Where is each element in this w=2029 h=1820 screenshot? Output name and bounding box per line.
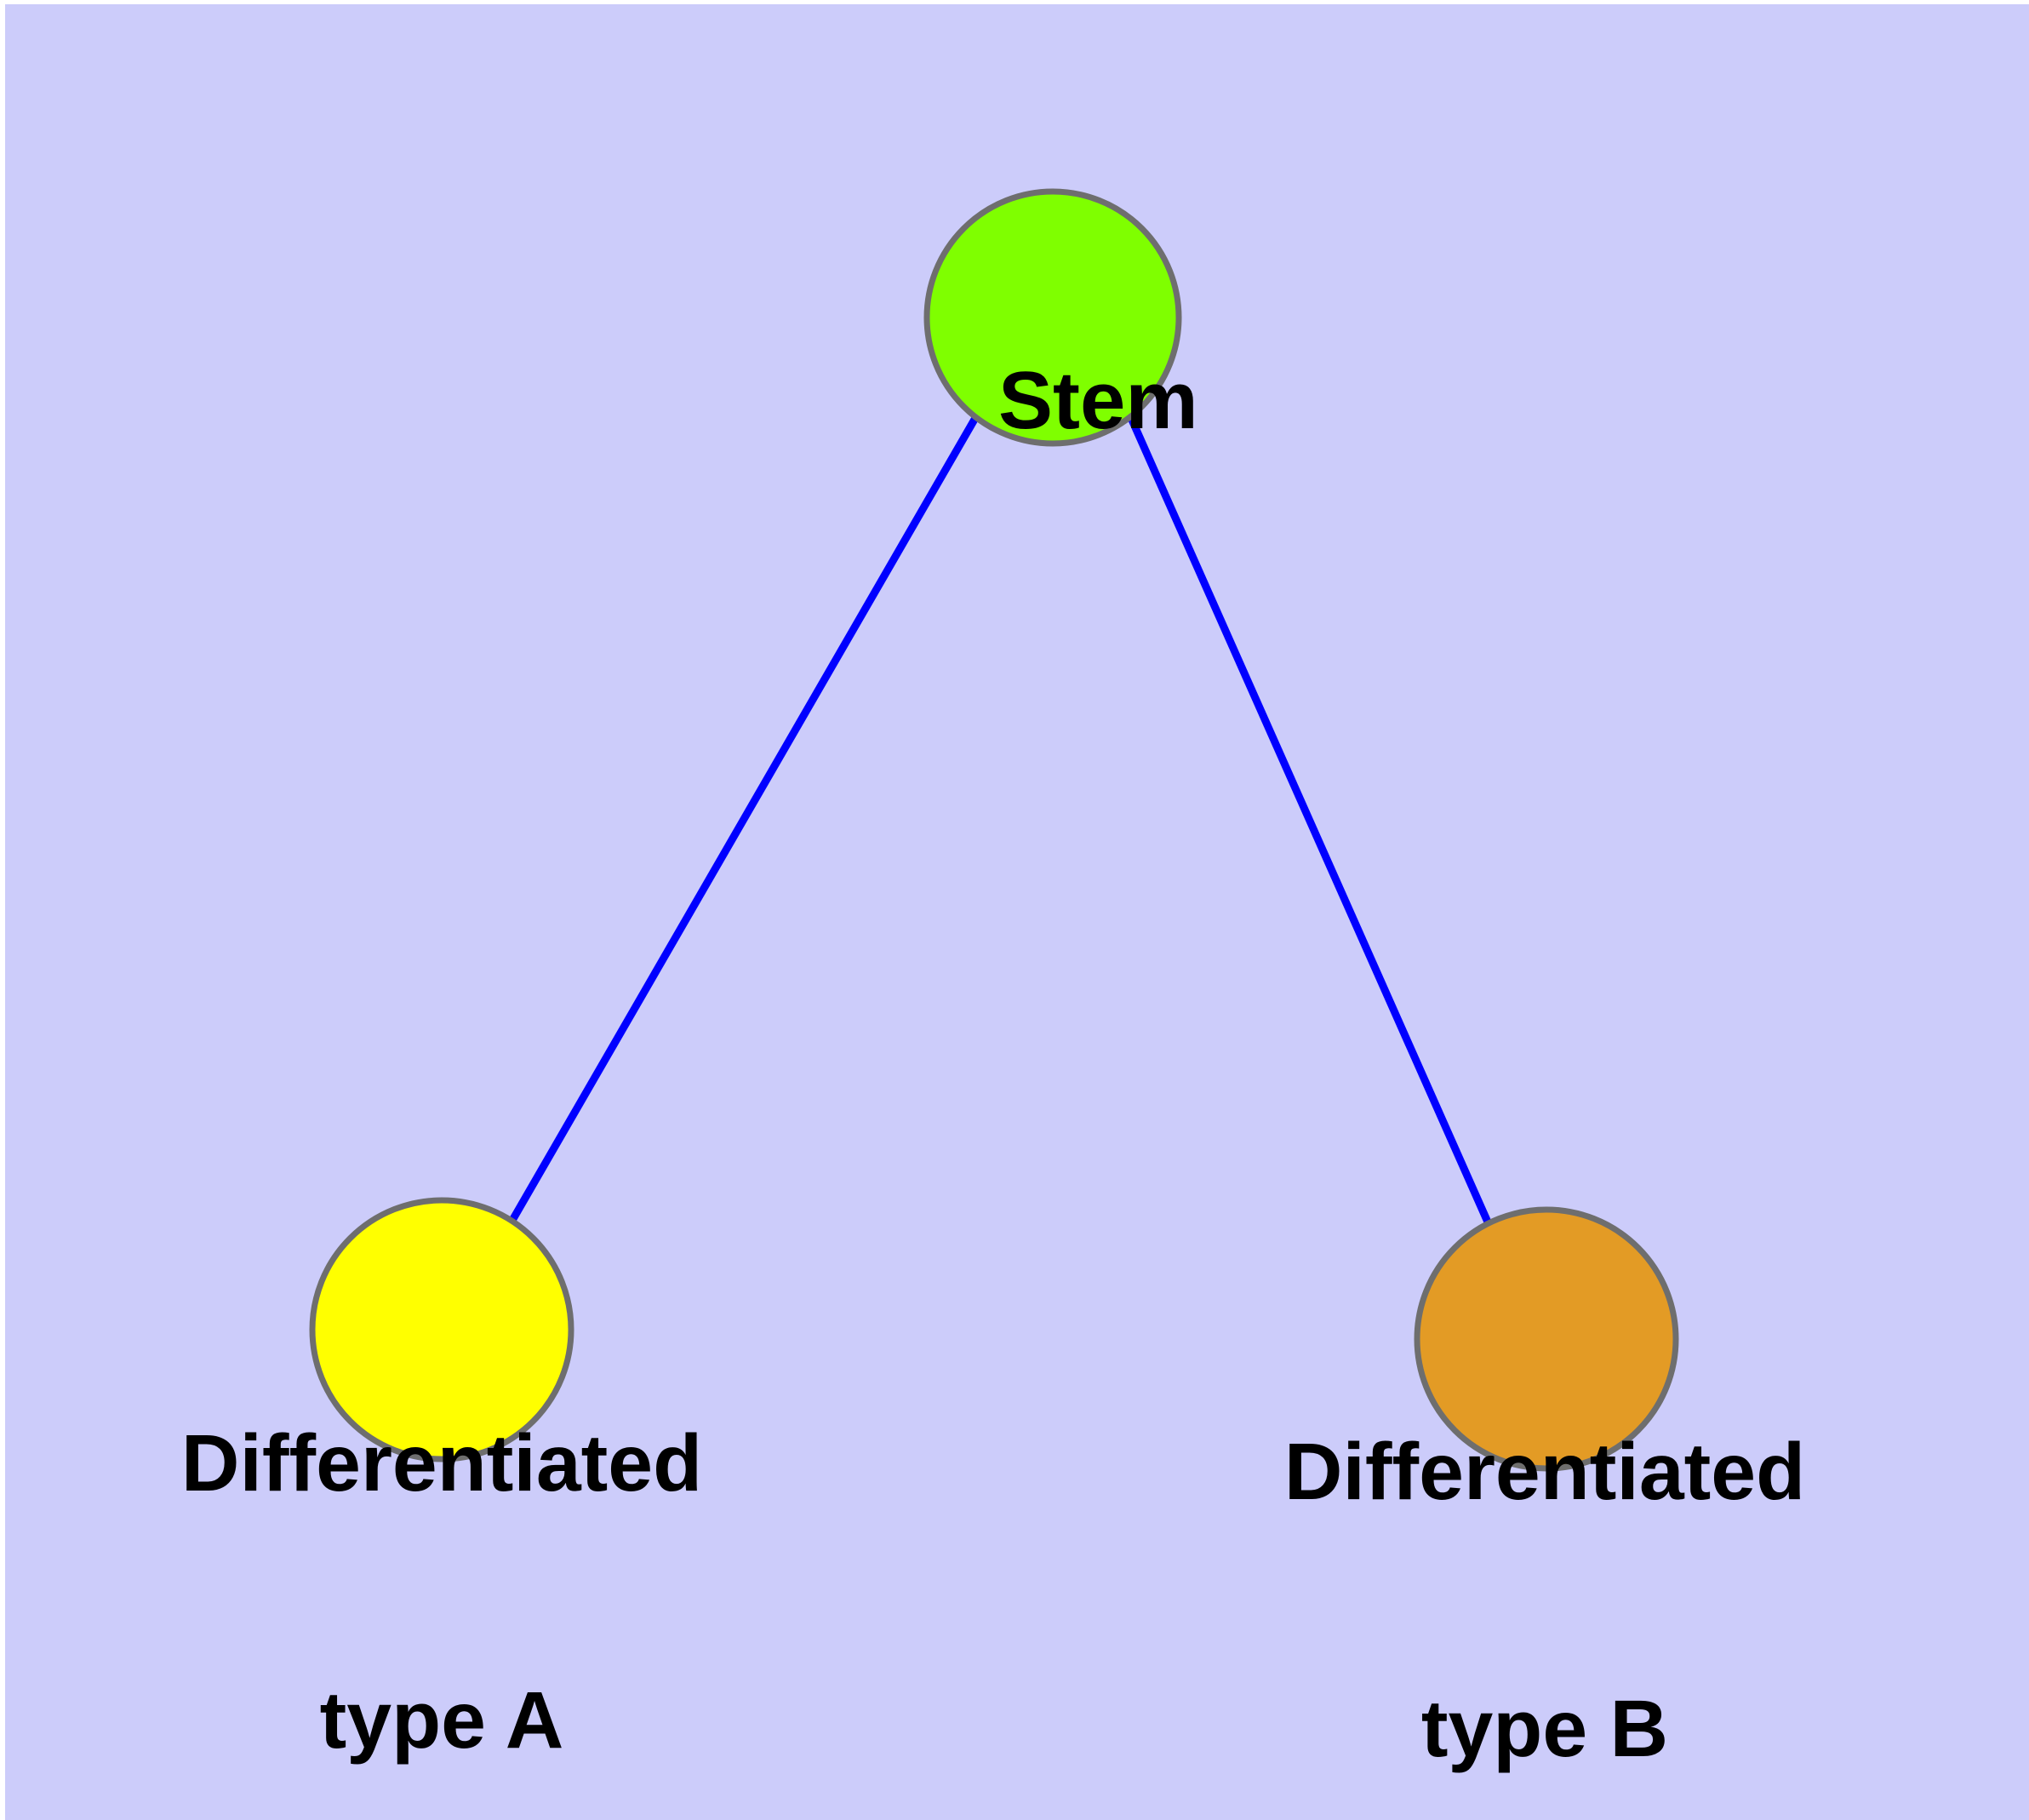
node-differentiated-type-a[interactable] (309, 1197, 574, 1462)
edge-layer (507, 415, 1494, 1228)
edge-stem-to-differentiated-type-b[interactable] (1127, 416, 1494, 1228)
node-differentiated-type-b[interactable] (1414, 1206, 1679, 1472)
edge-stem-to-differentiated-type-a[interactable] (507, 415, 979, 1226)
node-layer (309, 188, 1679, 1472)
node-stem[interactable] (923, 188, 1182, 447)
